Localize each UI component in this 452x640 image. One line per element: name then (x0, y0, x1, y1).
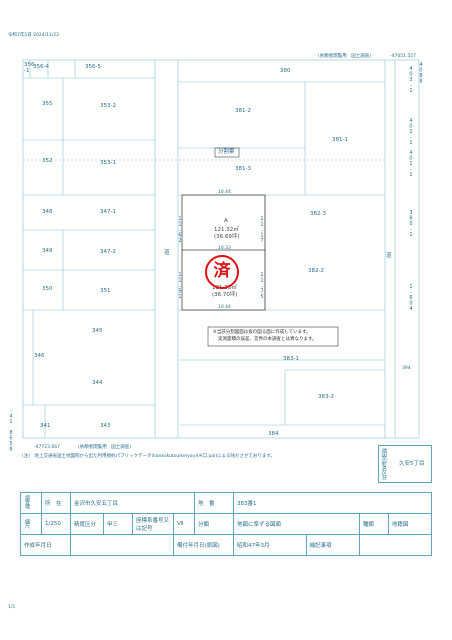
stamp-date: 令和7年5日 2024/11/22 (8, 33, 60, 38)
side-lot-label: 380-1 (408, 210, 414, 238)
top-right-number: -47051.557 (390, 54, 416, 59)
dimension-top: 10.44 (218, 190, 231, 195)
dimension-right-a: 11.17 (259, 216, 265, 244)
side-lot-label: 1-604 (408, 284, 414, 312)
note-line: ※当該分割図面は仮の図る面に作成しています。 (213, 330, 311, 335)
lot-label: 351 (100, 288, 111, 294)
dimension-left-a: 11.62 (177, 216, 183, 244)
lot-label: 384 (268, 431, 279, 437)
lot-label: 347-2 (100, 249, 116, 255)
lot-label: 381-2 (235, 108, 251, 114)
classification-label: 分類 (194, 513, 234, 535)
lot-label: 353-2 (100, 103, 116, 109)
lot-label: 343 (100, 423, 111, 429)
prepared-value: 昭和47年3月 (233, 534, 307, 556)
lot-label: 356-4 (33, 64, 49, 70)
register-info-table: 調査地 所 在 金沢市久安五丁目 地 番 383番1 縮尺 1/250 精度区分… (20, 492, 433, 556)
lot-label: 355 (42, 101, 53, 107)
lot-label: 382-2 (308, 268, 324, 274)
kind-label: 種類 (358, 513, 389, 535)
lot-label: 344 (92, 380, 103, 386)
location-label: 所 在 (41, 492, 71, 514)
completed-stamp: 済 (205, 255, 239, 289)
kind-value: 地籍図 (387, 513, 433, 535)
classification-value: 地図に準ずる図面 (233, 513, 360, 535)
page-number: 1/1 (8, 605, 16, 610)
district-box-label: 地図の町名区分 (381, 448, 387, 480)
coordinate-label: 座標系番号又は記号 (132, 513, 174, 535)
created-value (70, 534, 174, 556)
note-line: 実測面積の誤差、宮界の本調査とは異なります。 (218, 337, 317, 342)
location-header: 調査地 (24, 495, 30, 509)
parcel-a-area: 121.32㎡ (214, 227, 239, 233)
precision-label: 精度区分 (70, 513, 104, 535)
prepared-label: 備付年月日(原図) (173, 534, 234, 556)
remarks-value (358, 534, 433, 556)
lot-label: 353-1 (100, 160, 116, 166)
parcel-a-label: A (224, 218, 228, 224)
lot-number-value: 383番1 (233, 492, 432, 514)
lot-label: 383-1 (283, 356, 299, 362)
bottom-left-number: -47723.667 (34, 445, 60, 450)
lot-label: 348 (42, 209, 53, 215)
side-number: 4088 (418, 62, 424, 84)
lot-label: 347-1 (100, 209, 116, 215)
left-number: -41 8658 (8, 408, 14, 452)
side-number: 394 (402, 366, 411, 371)
lot-label: 381-3 (235, 166, 251, 172)
parcel-b-tsubo: (36.70坪) (212, 292, 238, 298)
division-plan-label: 分割案 (218, 149, 235, 155)
lot-label: 352 (42, 158, 53, 164)
dimension-left-b: 11.51 (177, 272, 183, 300)
dimension-right-b: 11.75 (259, 272, 265, 300)
precision-value: 甲三 (103, 513, 133, 535)
road-label: 道 (386, 253, 392, 259)
top-right-label: (依頼者閲覧用 国土調査) (318, 54, 372, 59)
dimension-bottom: 10.44 (218, 305, 231, 310)
lot-label: 382-3 (310, 211, 326, 217)
side-lot-label: 402-1 (408, 118, 414, 146)
side-lot-label: 403-1 (408, 66, 414, 94)
created-label: 作成年月日 (20, 534, 71, 556)
lot-label: 346 (34, 353, 45, 359)
parcel-a-tsubo: (36.69坪) (214, 234, 240, 240)
lot-label: 383-2 (318, 394, 334, 400)
lot-label: 349 (42, 248, 53, 254)
side-lot-label: 401-1 (408, 150, 414, 178)
location-value: 金沢市久安五丁目 (70, 492, 195, 514)
lot-number-label: 地 番 (194, 492, 234, 514)
road-label: 道 (164, 250, 170, 256)
lot-label: 341 (40, 423, 51, 429)
district-box-value: 久安5丁目 (399, 461, 425, 467)
dimension-mid: 10.33 (218, 246, 231, 251)
bottom-label: (依頼者閲覧用 国土調査) (78, 445, 132, 450)
lot-label: 356 -1 (24, 62, 35, 74)
lot-label: 381-1 (332, 137, 348, 143)
scale-label: 縮尺 (24, 518, 30, 528)
lot-label: 380 (280, 68, 291, 74)
coordinate-value: Ⅶ (173, 513, 195, 535)
lot-label: 356-5 (85, 64, 101, 70)
scale-value: 1/250 (41, 513, 71, 535)
district-box: 地図の町名区分 久安5丁目 (378, 445, 432, 483)
lot-label: 350 (42, 286, 53, 292)
remarks-label: 補記事項 (305, 534, 360, 556)
footer-note: (注) 地上交通省国土地図院から出た利用規約パブリックデータ(kankokuto… (22, 454, 275, 459)
lot-label: 345 (92, 328, 103, 334)
